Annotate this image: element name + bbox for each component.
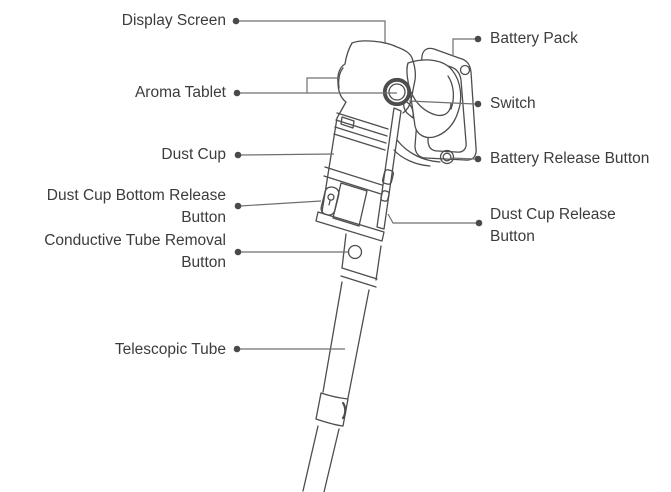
label-switch: Switch xyxy=(490,93,536,115)
label-aroma-tablet: Aroma Tablet xyxy=(135,82,226,104)
conductive-tube-removal-button xyxy=(347,244,363,260)
dust-cup-bottom-release-button xyxy=(320,186,340,216)
label-battery-release-button: Battery Release Button xyxy=(490,148,649,170)
cyclone-latch xyxy=(340,116,355,129)
leader-switch xyxy=(408,100,476,105)
tube-lock-collar xyxy=(315,392,349,427)
leader-aroma-tablet xyxy=(240,77,397,94)
leader-battery-pack xyxy=(452,38,475,56)
vacuum-illustration xyxy=(302,40,477,492)
label-line: Button xyxy=(490,228,535,245)
leader-lines xyxy=(238,20,476,350)
telescopic-tube-upper xyxy=(322,281,370,399)
dot-telescopic-tube xyxy=(233,345,241,353)
label-battery-pack-text: Battery Pack xyxy=(490,30,578,47)
label-display-screen-text: Display Screen xyxy=(121,12,226,29)
aroma-dial-knurl-ring xyxy=(383,78,411,106)
body-left-edge xyxy=(321,42,353,213)
label-conductive-tube-removal-button: Conductive Tube Removal Button xyxy=(44,230,226,274)
tube-connector-sides xyxy=(341,233,382,281)
dot-battery-pack xyxy=(474,35,482,43)
label-dust-cup-bottom-release-button: Dust Cup Bottom Release Button xyxy=(47,185,226,229)
leader-display-screen xyxy=(238,20,386,44)
dust-cup-release-button-shape xyxy=(381,169,395,185)
label-line: Dust Cup Release xyxy=(490,206,616,223)
label-switch-text: Switch xyxy=(490,95,536,112)
dot-battery-release xyxy=(474,155,482,163)
cyclone-seam-line xyxy=(336,112,389,130)
telescopic-tube-lower xyxy=(302,425,340,492)
leader-dust-cup xyxy=(239,153,335,156)
leader-dust-cup-bottom-release xyxy=(239,200,322,207)
cyclone-seam-line xyxy=(335,119,388,137)
dot-display-screen xyxy=(232,17,240,25)
handle-loop-outer xyxy=(396,139,441,163)
dust-cup-lip-top xyxy=(323,166,383,195)
label-dust-cup: Dust Cup xyxy=(161,144,226,166)
label-line: Button xyxy=(181,254,226,271)
battery-release-button-inner xyxy=(442,152,452,162)
label-line: Conductive Tube Removal xyxy=(44,232,226,249)
dot-switch xyxy=(474,100,482,108)
dust-cup-lip-bottom xyxy=(315,211,385,242)
label-display-screen: Display Screen xyxy=(122,10,226,32)
aroma-dial-inner xyxy=(388,83,406,101)
label-battery-pack: Battery Pack xyxy=(490,28,578,50)
aroma-compartment-line xyxy=(337,67,344,89)
cyclone-seam-line xyxy=(333,133,386,151)
tube-lock-collar-clamp xyxy=(341,401,347,420)
label-dust-cup-text: Dust Cup xyxy=(161,146,226,163)
dust-cup-release-button-shape xyxy=(380,190,390,202)
handle-loop-inner xyxy=(393,149,431,167)
dot-dust-cup xyxy=(234,151,242,159)
dust-cup-release-lever xyxy=(376,107,402,230)
label-aroma-tablet-text: Aroma Tablet xyxy=(134,84,226,101)
leader-battery-release xyxy=(449,157,476,160)
leader-dust-cup-release xyxy=(387,213,476,224)
label-line: Button xyxy=(181,209,226,226)
switch-trigger xyxy=(403,100,414,119)
battery-release-button-outer xyxy=(439,149,455,165)
battery-pack-screw-hole xyxy=(459,64,471,76)
dot-aroma-tablet xyxy=(233,89,241,97)
dot-conductive-tube-removal xyxy=(234,248,242,256)
leader-dots xyxy=(232,17,483,353)
label-line: Dust Cup Bottom Release xyxy=(46,187,226,204)
label-telescopic-tube: Telescopic Tube xyxy=(115,339,226,361)
dot-dust-cup-release xyxy=(475,219,483,227)
tube-connector-band xyxy=(340,267,378,288)
dot-dust-cup-bottom-release xyxy=(234,202,242,210)
handle-arm-cap-line xyxy=(447,75,455,110)
label-telescopic-tube-text: Telescopic Tube xyxy=(114,341,226,358)
label-battery-release-button-text: Battery Release Button xyxy=(490,150,650,167)
label-dust-cup-release-button: Dust Cup Release Button xyxy=(490,204,616,248)
cyclone-seam-line xyxy=(334,126,387,144)
